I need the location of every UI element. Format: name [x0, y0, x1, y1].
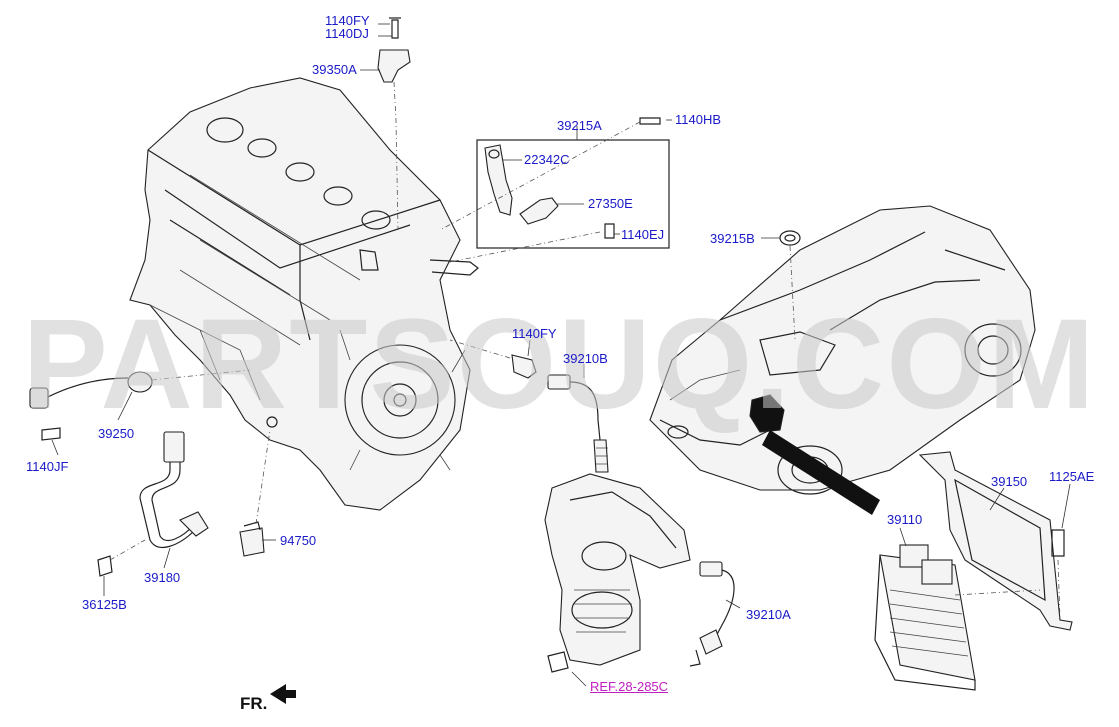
oxygen-sensor-39210a	[689, 561, 735, 667]
part-label-39210b[interactable]: 39210B	[563, 351, 608, 366]
part-label-1140hb[interactable]: 1140HB	[675, 112, 722, 127]
part-label-39110[interactable]: 39110	[887, 512, 923, 527]
bolt-1140fy-mid	[449, 339, 537, 379]
knock-sensor-39250	[29, 369, 251, 441]
front-direction-arrow	[270, 684, 296, 704]
front-direction-label: FR.	[240, 694, 268, 713]
leader-lines	[51, 23, 1071, 687]
part-label-39180[interactable]: 39180	[144, 570, 181, 585]
part-label-27350e[interactable]: 27350E	[588, 196, 633, 211]
part-label-39350a[interactable]: 39350A	[312, 62, 357, 77]
part-label-39210a[interactable]: 39210A	[746, 607, 791, 622]
ecu-39110	[874, 544, 1041, 691]
part-label-1125ae[interactable]: 1125AE	[1049, 469, 1095, 484]
part-label-1140dj[interactable]: 1140DJ	[325, 26, 369, 41]
exhaust-manifold-catalyst	[544, 473, 691, 673]
reference-link-28-285c[interactable]: REF.28-285C	[590, 679, 669, 694]
ecu-bracket-39150	[918, 451, 1073, 631]
part-label-39215a[interactable]: 39215A	[557, 118, 602, 133]
part-label-22342c[interactable]: 22342C	[524, 152, 570, 167]
vehicle-outline	[649, 205, 1036, 515]
part-label-39150[interactable]: 39150	[991, 474, 1028, 489]
part-label-39250[interactable]: 39250	[98, 426, 135, 441]
part-label-1140jf[interactable]: 1140JF	[26, 459, 69, 474]
oxygen-sensor-39210b	[547, 374, 609, 473]
hose-39180	[97, 431, 209, 577]
part-label-36125b[interactable]: 36125B	[82, 597, 127, 612]
part-label-94750[interactable]: 94750	[280, 533, 317, 548]
part-label-1140fy-top[interactable]: 1140FY	[325, 13, 370, 28]
bracket-assembly-39215a	[439, 117, 670, 263]
engine-block	[129, 77, 479, 511]
part-label-1140ej[interactable]: 1140EJ	[621, 227, 665, 242]
oil-pressure-switch-94750	[239, 429, 271, 557]
cam-position-sensor-39350a	[377, 17, 411, 231]
part-label-1140fy-mid[interactable]: 1140FY	[512, 326, 557, 341]
part-label-39215b[interactable]: 39215B	[710, 231, 755, 246]
